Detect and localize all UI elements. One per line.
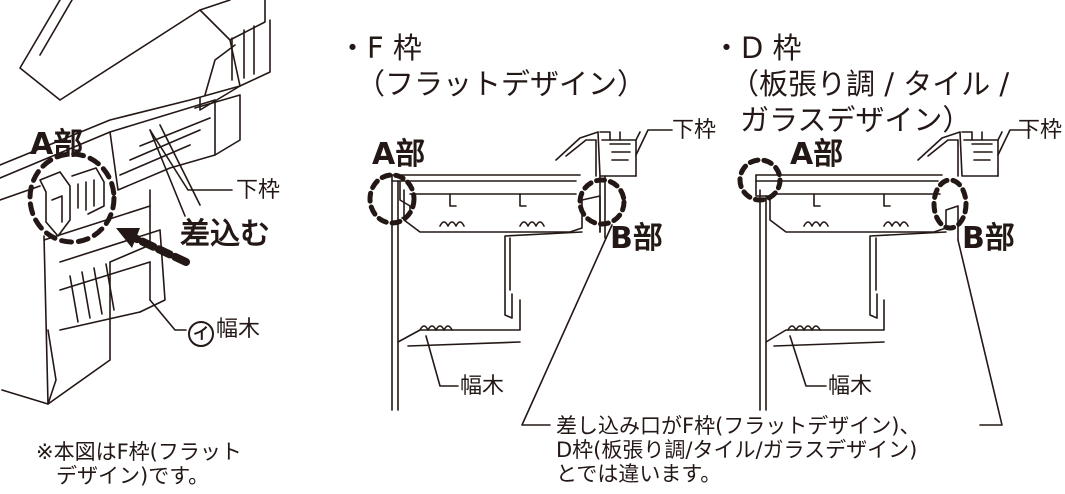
d-frame-title: ・D 枠 （板張り調 / タイル / ガラスデザイン） [712, 30, 1009, 138]
left-a-part-label: A部 [30, 127, 84, 162]
left-habaki-label: イ幅木 [188, 319, 260, 347]
d-frame-b-part-label: B部 [962, 221, 1015, 256]
f-frame-habaki-label: 幅木 [460, 374, 505, 399]
footnote-leader-lines [521, 224, 1003, 426]
d-frame-cross-section [737, 129, 1031, 411]
d-frame-habaki-label: 幅木 [828, 374, 873, 399]
d-frame-a-part-label: A部 [790, 137, 844, 172]
f-frame-title-line-1: ・F 枠 [338, 31, 422, 65]
footnote-line-2: D枠(板張り調/タイル/ガラスデザイン) [556, 438, 918, 462]
left-shitawaku-label: 下枠 [236, 178, 281, 203]
f-frame-b-part-label: B部 [610, 221, 663, 256]
f-frame-a-part-label: A部 [372, 137, 426, 172]
f-frame-cross-section [367, 129, 673, 411]
footnote-line-1: 差し込み口がF枠(フラットデザイン)、 [556, 414, 921, 438]
isometric-baseboard-illustration [0, 0, 271, 405]
footnote-line-3: とでは違います。 [556, 462, 722, 486]
f-frame-title-line-2: （フラットデザイン） [356, 67, 647, 101]
left-note-line-1: ※本図はF枠(フラット [36, 440, 242, 464]
badge-i: イ [188, 321, 214, 347]
d-frame-title-line-2: （板張り調 / タイル / [730, 67, 1010, 101]
d-frame-shitawaku-label: 下枠 [1018, 118, 1063, 143]
f-frame-shitawaku-label: 下枠 [672, 118, 717, 143]
d-frame-title-line-1: ・D 枠 [712, 31, 802, 65]
left-note: ※本図はF枠(フラット デザイン)です。 [36, 440, 242, 488]
f-frame-title: ・F 枠 （フラットデザイン） [338, 30, 646, 102]
left-habaki-text: 幅木 [216, 317, 261, 342]
insert-label: 差込む [180, 217, 270, 252]
footnote: 差し込み口がF枠(フラットデザイン)、 D枠(板張り調/タイル/ガラスデザイン)… [556, 414, 920, 486]
left-note-line-2: デザイン)です。 [56, 464, 210, 488]
d-frame-title-line-3: ガラスデザイン） [740, 103, 972, 137]
